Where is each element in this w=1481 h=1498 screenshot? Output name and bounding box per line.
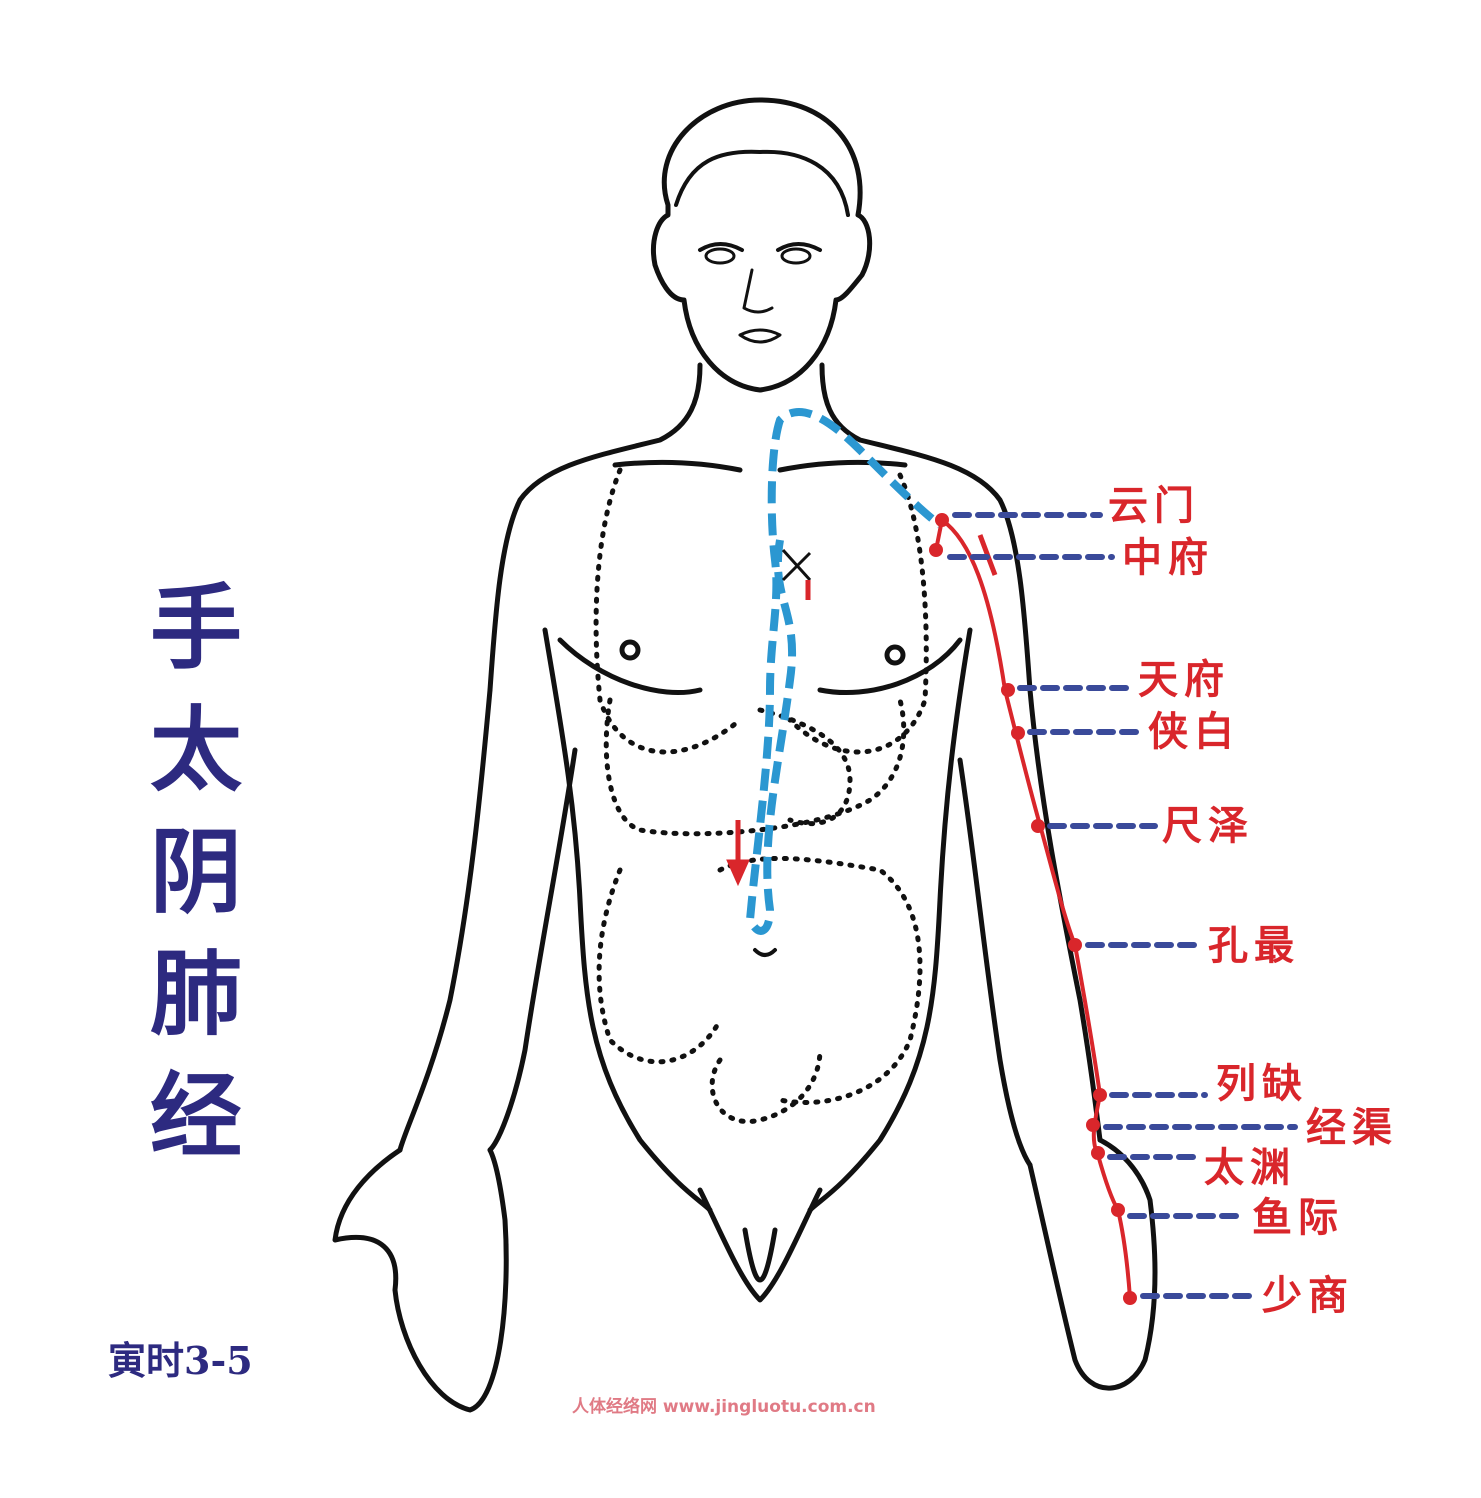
acupoint-label-jingqu: 经渠 (1306, 1105, 1398, 1151)
acupoint-label-zhongfu: 中府 (1122, 535, 1214, 581)
title-char-2: 太 (150, 697, 243, 804)
title-char-3: 阴 (150, 819, 243, 926)
time-label: 寅时3-5 (108, 1338, 253, 1383)
acupoint-label-shaoshang: 少商 (1262, 1273, 1354, 1319)
acupoint-label-yuji: 鱼际 (1252, 1195, 1344, 1241)
acupoint-label-xiabai: 侠白 (1148, 709, 1240, 755)
acupoint-label-chize: 尺泽 (1162, 803, 1254, 849)
acupoint-label-taiyuan: 太渊 (1204, 1145, 1296, 1191)
acupoint-label-yunmen: 云门 (1108, 483, 1200, 529)
acupoint-label-lieque: 列缺 (1216, 1061, 1308, 1107)
title-char-4: 肺 (150, 941, 243, 1048)
title-char-5: 经 (150, 1063, 243, 1170)
acupoint-label-kongzui: 孔最 (1208, 923, 1300, 969)
title-char-1: 手 (150, 575, 243, 682)
acupoint-label-tianfu: 天府 (1138, 657, 1230, 703)
watermark: 人体经络网 www.jingluotu.com.cn (572, 1397, 876, 1417)
